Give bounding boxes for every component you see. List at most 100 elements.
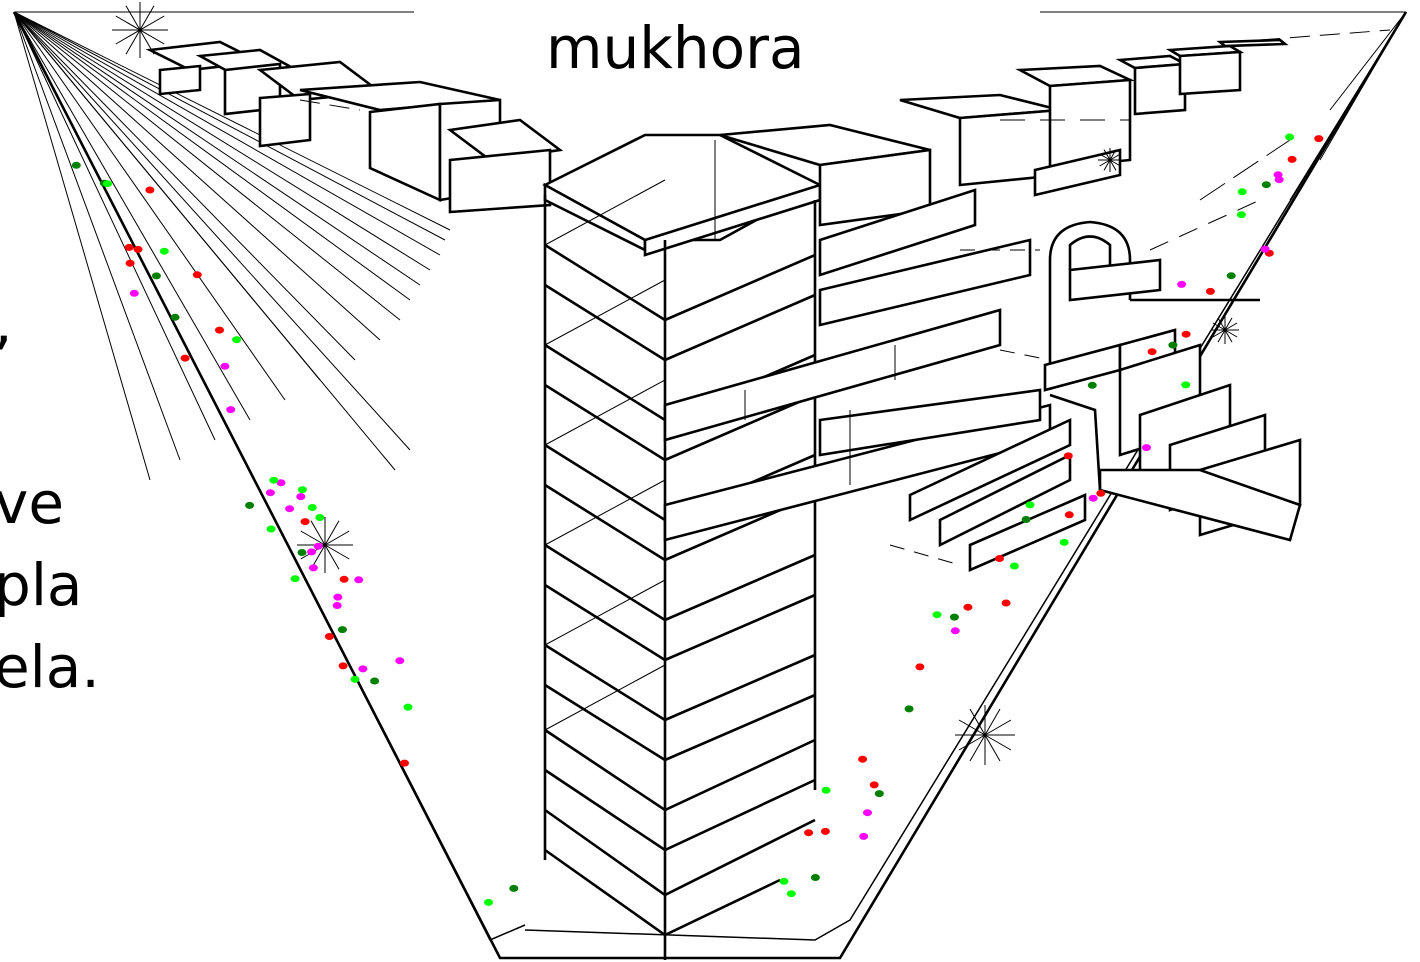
perspective-ray [13,11,381,341]
street-dot [296,493,306,501]
street-dot [1273,171,1283,179]
street-dot [995,555,1004,562]
street-dot [358,665,368,673]
street-dot [1314,135,1324,143]
street-dot [1287,155,1297,163]
street-dot [1260,245,1270,253]
street-dot [133,245,143,253]
street-dot [1021,516,1031,523]
star-icon [955,705,1015,765]
street-dot [963,603,973,611]
street-dot [180,354,190,362]
street-dot [1181,330,1191,338]
star-icon [297,517,353,573]
street-dot [786,890,796,898]
perspective-ray [13,11,411,451]
street-dot [300,518,310,526]
star-icon [112,2,168,58]
perspective-ray [13,11,151,481]
street-dot [220,362,230,370]
street-dot [863,809,872,817]
side-text-line-1: , [0,292,12,354]
street-dot [1236,211,1246,219]
main-tower [542,133,823,960]
street-dot [915,663,925,671]
street-dot [949,613,959,621]
street-dot [103,180,112,188]
street-dot [1226,272,1236,280]
street-dot [339,575,349,583]
street-dot [1142,444,1151,452]
street-dot [932,611,942,619]
street-dot [308,564,318,572]
street-dot [129,289,139,297]
street-dot [266,525,276,533]
street-dot [269,476,279,484]
street-dot [307,548,317,556]
street-dot [315,514,325,521]
side-text-line-3: pla [0,551,83,619]
street-dot [400,759,409,767]
street-dot [151,272,161,280]
staircase [1043,298,1302,542]
street-dot [337,626,347,634]
street-dot [1001,599,1011,607]
street-dot [170,313,180,321]
perspective-ray [13,11,431,271]
street-dot [215,326,224,334]
street-dot [290,575,300,583]
perspective-ray [13,11,216,441]
street-dot [1181,381,1191,389]
street-dot [333,593,343,601]
street-dot [338,662,348,670]
street-dot [950,627,960,635]
street-dot [1177,280,1187,288]
guide-dashes [299,29,1391,566]
street-dot [858,755,868,763]
star-icon [1211,316,1239,344]
street-dot [904,705,914,713]
street-dot [145,186,155,194]
perspective-ray [13,11,451,231]
street-dot [370,677,380,685]
vanishing-point-star-icon [112,2,1239,765]
perspective-ray [13,11,396,471]
street-dot [354,576,364,584]
street-dot [307,504,317,511]
street-dot [1063,452,1073,460]
street-dot [403,703,413,711]
street-dot [1088,494,1098,502]
perspective-ray [13,11,401,321]
street-dot [810,874,820,881]
street-dot [324,633,334,640]
perspective-ray [1319,11,1407,161]
street-dot [820,827,830,835]
perspective-ray [13,11,356,361]
street-dot [265,489,275,497]
right-buildings [663,38,1289,572]
street-dot [1009,562,1019,570]
street-dot [779,877,789,885]
street-dot [1096,489,1106,497]
street-dot [395,657,405,665]
side-text-line-2: ve [0,469,65,537]
street-dot [232,336,242,344]
street-dot [1059,538,1069,546]
street-dot [192,271,202,279]
drawing-title: mukhora [546,14,805,82]
street-dot [297,549,307,556]
perspective-ray [13,11,181,461]
street-dot [1025,501,1035,509]
street-dot [509,884,519,892]
star-icon [1098,148,1122,172]
perspective-ray [13,11,446,241]
street-dot [1064,511,1074,519]
side-text-line-4: ela. [0,633,100,701]
street-dot [869,781,879,789]
perspective-ray [13,11,251,421]
street-dot [285,505,295,513]
street-dots [71,133,1324,906]
street-dot [245,501,255,509]
street-dot [1237,188,1247,196]
